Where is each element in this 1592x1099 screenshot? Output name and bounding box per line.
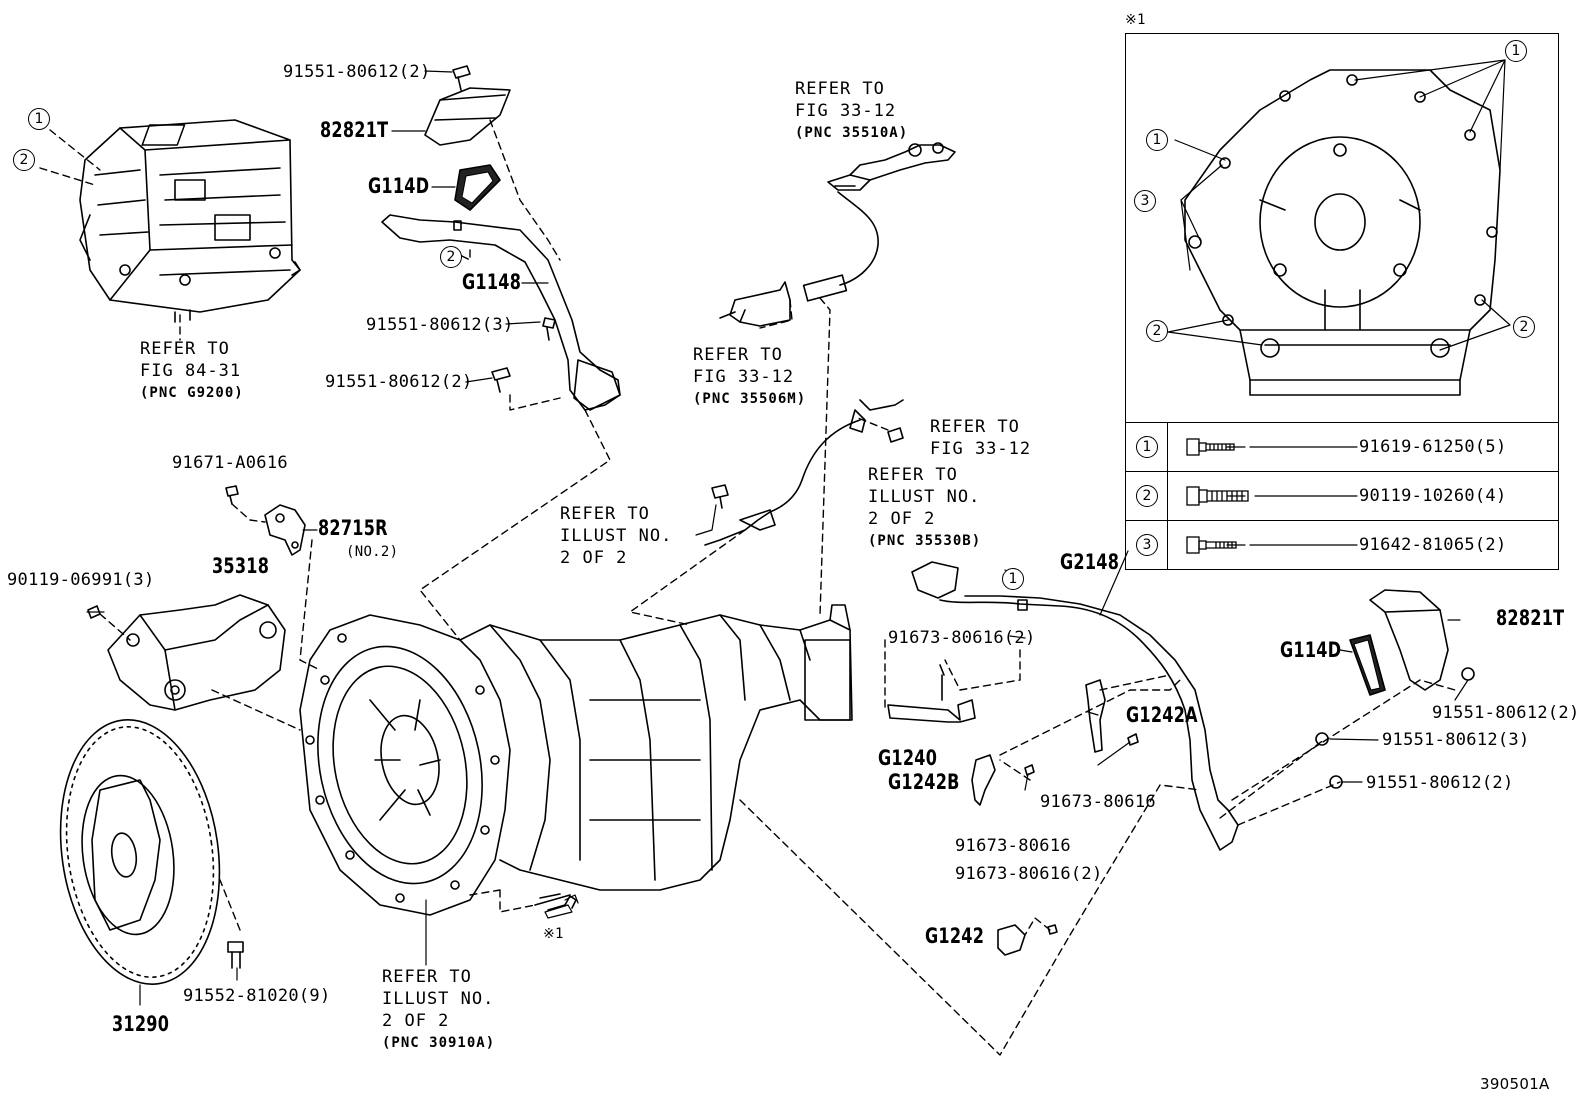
figure-id: 390501A — [1480, 1075, 1550, 1093]
wire-harness-right — [887, 561, 1239, 956]
part-label: G1240 — [878, 746, 938, 770]
inset-callout-2-icon: 2 — [1513, 316, 1535, 338]
sensor-harness-top — [704, 142, 956, 546]
part-label: 91673-80616(2) — [955, 864, 1103, 884]
transmission-assembly — [299, 604, 853, 916]
cover-assembly-top — [381, 65, 621, 411]
inset-row-1: 1 91619-61250(5) — [1126, 422, 1558, 471]
part-label: 90119-06991(3) — [7, 570, 155, 590]
bolt-icon — [1186, 536, 1237, 554]
circle-3-icon: 3 — [1136, 534, 1158, 556]
part-label: G1148 — [462, 270, 522, 294]
part-label: 91551-80612(2) — [325, 372, 473, 392]
part-label: 82821T — [1496, 606, 1565, 630]
part-label: 31290 — [112, 1012, 170, 1036]
part-label: 82715R — [318, 516, 388, 540]
callout-2-icon: 2 — [13, 149, 35, 171]
part-label: 82821T — [320, 118, 389, 142]
part-label: G1242A — [1126, 703, 1198, 727]
callout-1-icon: 1 — [1002, 568, 1024, 590]
circle-1-icon: 1 — [1136, 436, 1158, 458]
drive-plate — [59, 719, 244, 985]
inset-note-mark: ※1 — [1125, 12, 1146, 28]
part-label: 91551-80612(2) — [283, 62, 431, 82]
bracket-assembly-left — [87, 485, 306, 711]
part-label: G1242 — [925, 924, 985, 948]
inset-part-1: 91619-61250(5) — [1359, 437, 1507, 457]
inset-table: 1 91619-61250(5) 2 90119-10260(4) 3 9164… — [1125, 33, 1559, 570]
part-label: 35318 — [212, 554, 270, 578]
part-label: 91671-A0616 — [172, 453, 288, 473]
part-label: 91551-80612(3) — [366, 315, 514, 335]
part-label-sub: (NO.2) — [346, 544, 399, 560]
cover-assembly-right — [1315, 589, 1475, 789]
bolt-icon — [1186, 486, 1249, 506]
callout-1-icon: 1 — [28, 108, 50, 130]
part-label: 91673-80616(2) — [888, 628, 1036, 648]
part-label: 91551-80612(3) — [1382, 730, 1530, 750]
inset-callout-1-icon: 1 — [1146, 129, 1168, 151]
inset-callout-3-icon: 3 — [1134, 190, 1156, 212]
inset-row-3: 3 91642-81065(2) — [1126, 520, 1558, 569]
inset-callout-2-icon: 2 — [1146, 320, 1168, 342]
inset-callout-1-icon: 1 — [1505, 40, 1527, 62]
part-label: G1242B — [888, 770, 960, 794]
part-label: 91551-80612(2) — [1366, 773, 1514, 793]
note1-pointer — [544, 894, 579, 919]
circle-2-icon: 2 — [1136, 485, 1158, 507]
part-label: G114D — [368, 174, 430, 198]
part-label: 91673-80616 — [1040, 792, 1156, 812]
part-label: G114D — [1280, 638, 1342, 662]
part-label: 91551-80612(2) — [1432, 703, 1580, 723]
part-label: G2148 — [1060, 550, 1120, 574]
inset-case-view — [1184, 69, 1501, 396]
inset-part-3: 91642-81065(2) — [1359, 535, 1507, 555]
callout-2-icon: 2 — [440, 246, 462, 268]
inset-part-2: 90119-10260(4) — [1359, 486, 1507, 506]
bolt-icon — [1186, 438, 1235, 456]
inverter-assembly — [79, 119, 301, 323]
dashed-lines — [39, 119, 1456, 1056]
note-mark: ※1 — [543, 926, 564, 942]
inset-row-2: 2 90119-10260(4) — [1126, 471, 1558, 520]
leader-lines — [86, 59, 1511, 1006]
part-label: 91673-80616 — [955, 836, 1071, 856]
part-label: 91552-81020(9) — [183, 986, 331, 1006]
